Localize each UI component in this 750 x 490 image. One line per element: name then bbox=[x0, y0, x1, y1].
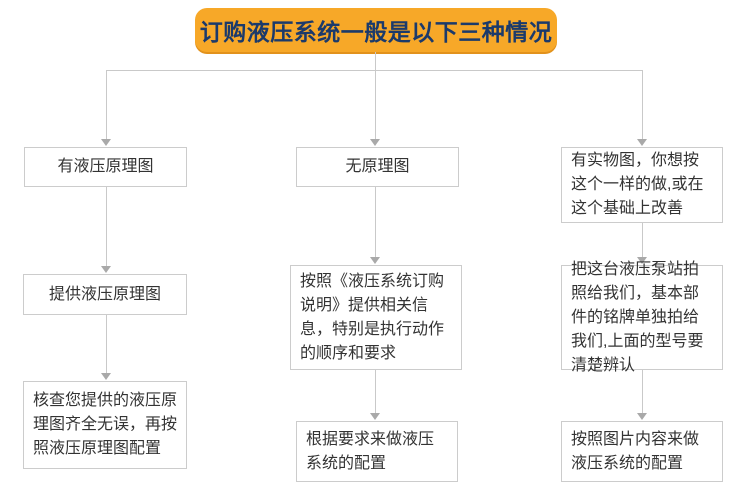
connector-right-drop bbox=[642, 70, 643, 139]
arrow-down-icon bbox=[101, 266, 111, 273]
connector-branch-line bbox=[106, 70, 643, 71]
arrow-down-icon bbox=[637, 257, 647, 264]
arrow-down-icon bbox=[370, 257, 380, 264]
connector-left-2 bbox=[106, 315, 107, 373]
connector-title-stem bbox=[375, 52, 376, 70]
arrow-down-icon bbox=[637, 413, 647, 420]
connector-middle-drop bbox=[375, 70, 376, 139]
flow-box-col1-step3: 核查您提供的液压原理图齐全无误，再按照液压原理图配置 bbox=[23, 381, 187, 469]
connector-right-2 bbox=[642, 370, 643, 413]
flow-box-col2-step2: 按照《液压系统订购说明》提供相关信息，特别是执行动作的顺序和要求 bbox=[290, 265, 462, 370]
flow-box-col1-step1: 有液压原理图 bbox=[24, 147, 187, 187]
arrow-down-icon bbox=[101, 139, 111, 146]
flow-box-col1-step2: 提供液压原理图 bbox=[23, 274, 187, 315]
connector-middle-2 bbox=[375, 370, 376, 413]
connector-middle-1 bbox=[375, 187, 376, 257]
flow-box-col2-step1: 无原理图 bbox=[296, 147, 459, 187]
connector-left-1 bbox=[106, 187, 107, 266]
flowchart-title: 订购液压系统一般是以下三种情况 bbox=[195, 8, 557, 52]
arrow-down-icon bbox=[370, 413, 380, 420]
flow-box-col3-step3: 按照图片内容来做液压系统的配置 bbox=[561, 421, 723, 482]
arrow-down-icon bbox=[637, 139, 647, 146]
flow-box-col3-step2: 把这台液压泵站拍照给我们，基本部件的铭牌单独拍给我们,上面的型号要清楚辨认 bbox=[561, 261, 723, 374]
arrow-down-icon bbox=[370, 139, 380, 146]
connector-left-drop bbox=[106, 70, 107, 139]
flow-box-col3-step1: 有实物图，你想按这个一样的做,或在这个基础上改善 bbox=[561, 147, 723, 223]
arrow-down-icon bbox=[101, 373, 111, 380]
flow-box-col2-step3: 根据要求来做液压系统的配置 bbox=[296, 421, 458, 482]
connector-right-1 bbox=[642, 223, 643, 257]
